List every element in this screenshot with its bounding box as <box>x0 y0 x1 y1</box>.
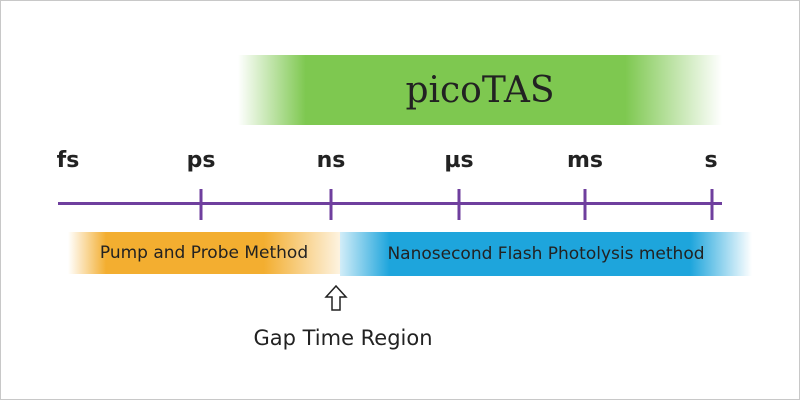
pump-probe-label: Pump and Probe Method <box>99 243 309 263</box>
axis-label-ps: ps <box>186 148 216 173</box>
tick-us <box>457 189 461 220</box>
axis-label-ns: ns <box>316 148 346 173</box>
axis-label-ms: ms <box>566 148 604 173</box>
tick-ps <box>199 189 203 220</box>
axis-label-fs: fs <box>56 148 80 173</box>
gap-time-label: Gap Time Region <box>253 326 433 350</box>
tick-s <box>710 189 714 220</box>
flash-photolysis-label: Nanosecond Flash Photolysis method <box>387 244 705 264</box>
tick-ns <box>329 189 333 220</box>
up-arrow-icon <box>324 284 348 311</box>
flash-photolysis-band: Nanosecond Flash Photolysis method <box>340 232 752 276</box>
tick-ms <box>583 189 587 220</box>
banner-title: picoTAS <box>405 69 555 111</box>
pump-probe-band: Pump and Probe Method <box>68 232 340 274</box>
axis-label-us: µs <box>444 148 474 173</box>
time-axis <box>58 202 722 205</box>
picotas-banner: picoTAS <box>238 55 722 125</box>
axis-label-s: s <box>704 148 718 173</box>
